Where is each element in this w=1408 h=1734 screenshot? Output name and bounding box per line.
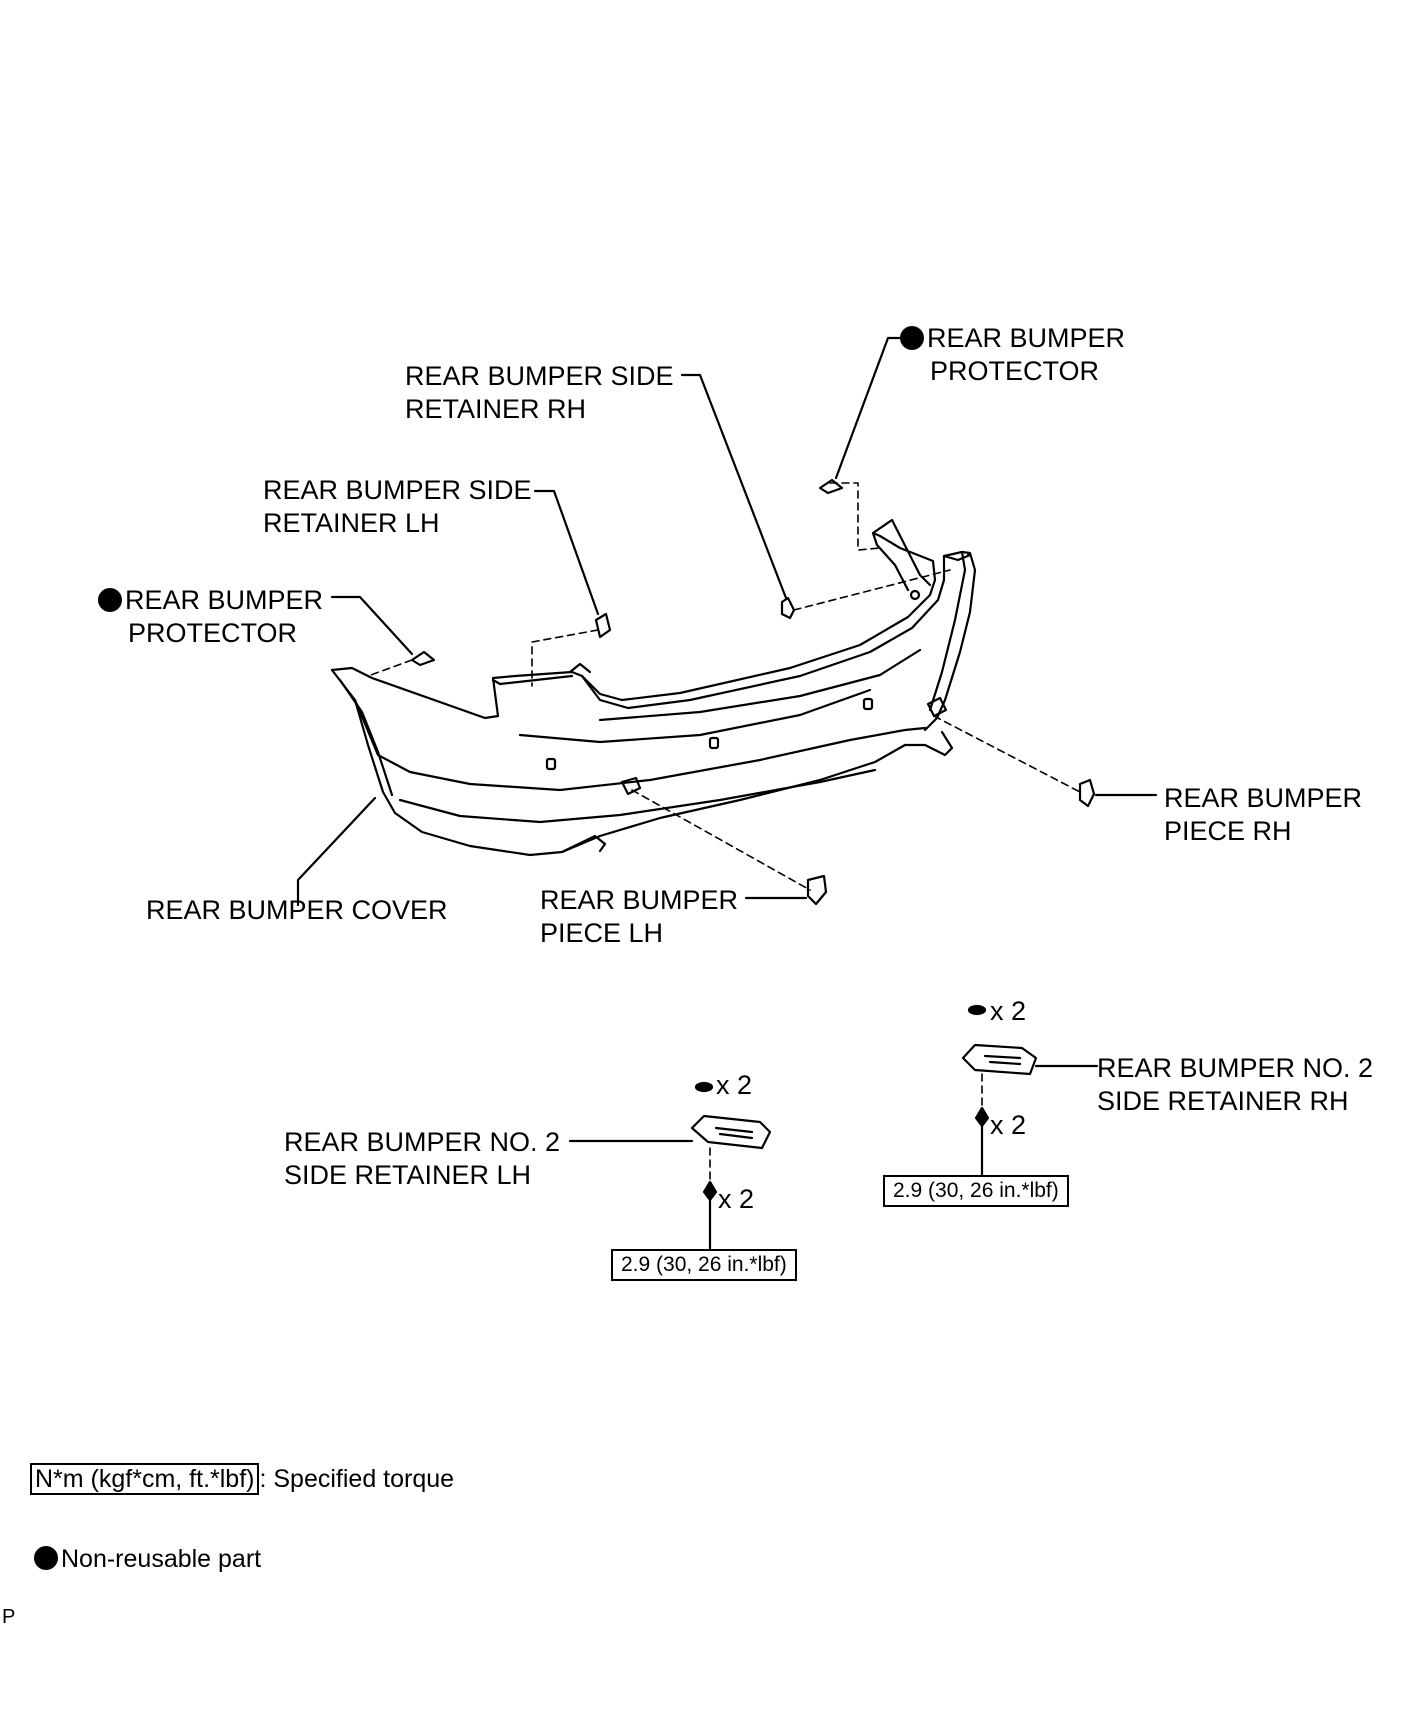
small-parts-drawing [410,478,1096,1212]
label-rear-bumper-protector-rh: REAR BUMPER PROTECTOR [900,322,1125,388]
torque-spec-lh: 2.9 (30, 26 in.*lbf) [611,1249,797,1281]
label-rear-bumper-piece-lh: REAR BUMPER PIECE LH [540,884,738,950]
legend-specified-torque: N*m (kgf*cm, ft.*lbf): Specified torque [30,1462,454,1496]
label-line: PROTECTOR [128,618,298,648]
label-line: REAR BUMPER SIDE [263,475,532,505]
label-line: PIECE RH [1164,816,1292,846]
non-reusable-dot-icon [900,326,924,350]
label-rear-bumper-side-retainer-rh: REAR BUMPER SIDE RETAINER RH [405,360,674,426]
qty-screw-rh: x 2 [990,1110,1027,1140]
label-line: RETAINER LH [263,508,440,538]
label-line: SIDE RETAINER RH [1097,1086,1349,1116]
label-rear-bumper-cover: REAR BUMPER COVER [146,894,448,927]
corner-mark: P [2,1606,16,1628]
label-rear-bumper-piece-rh: REAR BUMPER PIECE RH [1164,782,1362,848]
label-line: REAR BUMPER NO. 2 [284,1127,561,1157]
non-reusable-dot-icon [98,588,122,612]
label-rear-bumper-protector-lh: REAR BUMPER PROTECTOR [98,584,323,650]
label-line: REAR BUMPER [927,323,1126,353]
qty-clip-rh: x 2 [990,996,1027,1026]
qty-screw-lh: x 2 [718,1184,755,1214]
label-line: PROTECTOR [930,356,1100,386]
label-line: REAR BUMPER NO. 2 [1097,1053,1374,1083]
label-line: REAR BUMPER [1164,783,1363,813]
legend-nonreusable-text: Non-reusable part [61,1545,262,1573]
legend-non-reusable-part: Non-reusable part [34,1542,261,1576]
torque-spec-rh: 2.9 (30, 26 in.*lbf) [883,1175,1069,1207]
label-rear-bumper-no2-side-retainer-lh: REAR BUMPER NO. 2 SIDE RETAINER LH [284,1126,560,1192]
assembly-lines [367,482,1081,1183]
label-rear-bumper-side-retainer-lh: REAR BUMPER SIDE RETAINER LH [263,474,532,540]
legend-torque-text: : Specified torque [259,1465,455,1493]
label-line: REAR BUMPER [540,885,739,915]
legend-torque-unit-box: N*m (kgf*cm, ft.*lbf) [30,1463,260,1495]
label-line: REAR BUMPER [125,585,324,615]
label-line: SIDE RETAINER LH [284,1160,532,1190]
label-line: PIECE LH [540,918,664,948]
label-rear-bumper-no2-side-retainer-rh: REAR BUMPER NO. 2 SIDE RETAINER RH [1097,1052,1373,1118]
non-reusable-dot-icon [34,1546,58,1570]
label-line: REAR BUMPER SIDE [405,361,674,391]
label-line: REAR BUMPER COVER [146,895,448,925]
leader-lines [296,336,1158,1252]
rear-bumper-cover-drawing [330,518,977,857]
label-line: RETAINER RH [405,394,587,424]
qty-clip-lh: x 2 [716,1070,753,1100]
